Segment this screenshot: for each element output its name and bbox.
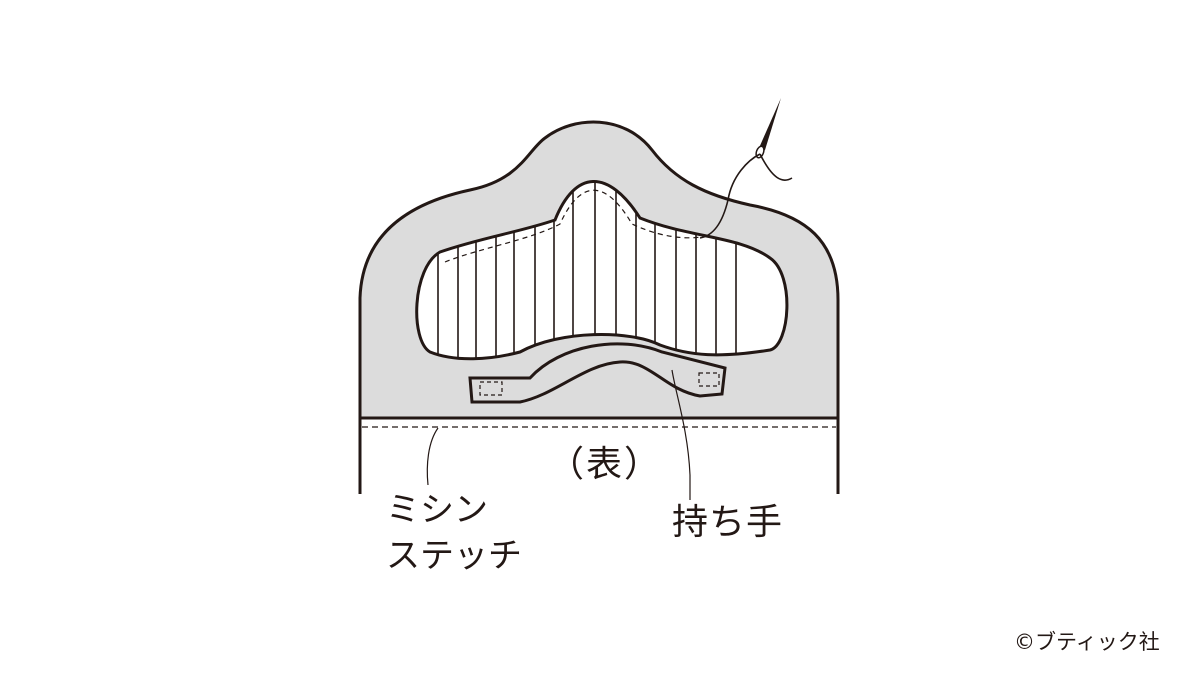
handle-label: 持ち手 [672, 502, 784, 543]
thread [699, 153, 793, 239]
face-side-label: （表） [548, 444, 663, 485]
handle-leader-line [671, 369, 691, 500]
needle-icon [755, 98, 781, 159]
stitch-leader-line [426, 427, 439, 486]
copyright-notice: ©ブティック社 [1014, 630, 1160, 654]
machine-stitch-label-line1: ミシン [386, 490, 488, 530]
machine-stitch-label-line2: ステッチ [386, 536, 522, 576]
lining-stitch-line [444, 189, 706, 263]
handle-strap [468, 342, 727, 404]
machine-stitch-label: ミシン ステッチ [386, 487, 522, 579]
